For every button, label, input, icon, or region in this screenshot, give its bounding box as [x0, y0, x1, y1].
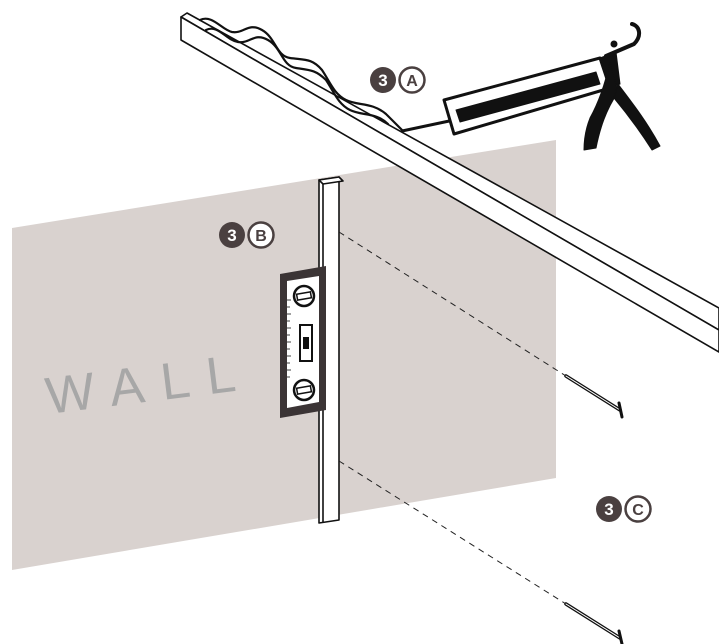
step-number-circle [370, 67, 396, 93]
top-rail [180, 12, 719, 353]
adhesive-bead [198, 17, 404, 132]
nail-icon [564, 374, 624, 419]
step-letter-circle [624, 495, 652, 523]
guide-lines [338, 231, 567, 605]
spirit-level-icon [280, 266, 326, 418]
step-letter-circle [247, 221, 275, 249]
step-letter: B [255, 228, 267, 245]
step-number: 3 [604, 500, 613, 519]
nail-icon [564, 602, 624, 644]
step-number-circle [596, 496, 622, 522]
step-letter-circle [398, 66, 426, 94]
step-number: 3 [378, 71, 387, 90]
step-letter: A [406, 73, 418, 90]
step-number: 3 [227, 226, 236, 245]
step-letter: C [632, 502, 644, 519]
step-number-circle [219, 222, 245, 248]
caulk-gun-icon [400, 22, 661, 151]
